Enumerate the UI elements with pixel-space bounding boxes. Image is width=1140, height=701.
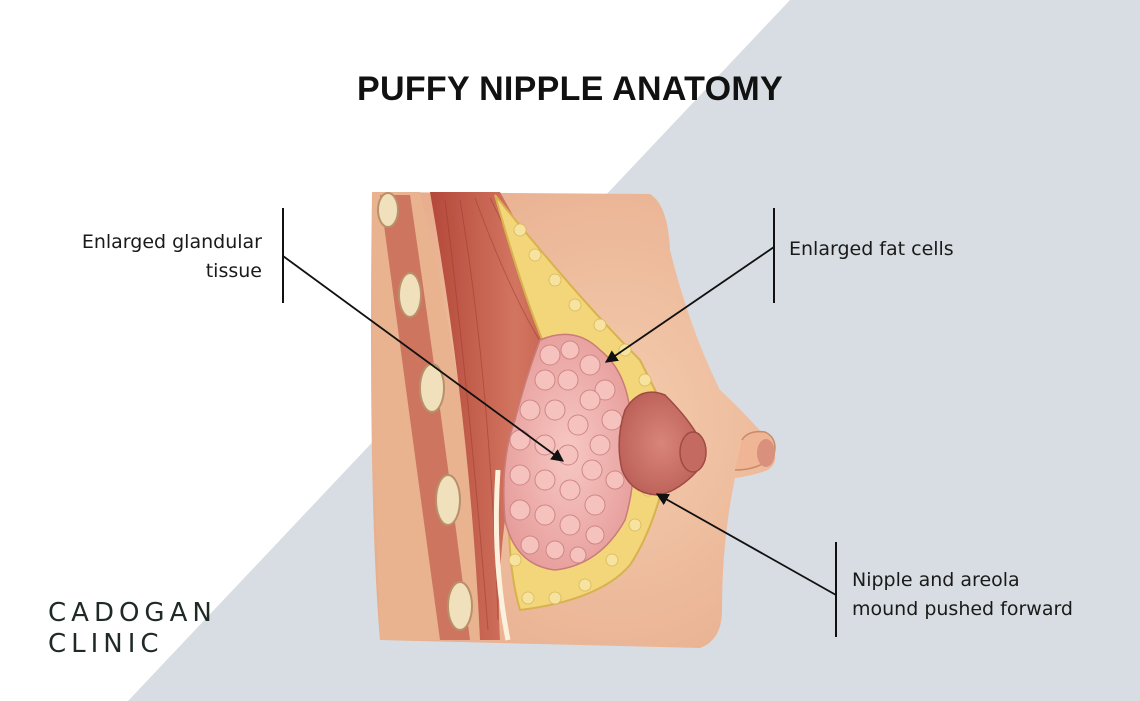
cadogan-clinic-logo: CADOGAN CLINIC [48,598,217,660]
nipple-label-line2: mound pushed forward [852,598,1073,620]
glandular-tissue [503,333,635,571]
ribs [377,192,473,631]
fascia [493,469,511,641]
glandular-pointer [282,255,565,462]
second-nipple [757,439,775,467]
nipple [679,431,707,473]
page-title: PUFFY NIPPLE ANATOMY [356,70,783,108]
glandular-label-line2: tissue [205,260,262,282]
glandular-label-line1: Enlarged glandular [81,231,262,253]
logo-line2: CLINIC [48,629,164,659]
fat-cells-label: Enlarged fat cells [789,238,954,260]
nipple-pointer [655,493,837,596]
nipple-label-line1: Nipple and areola [852,569,1020,591]
glandular-tissue-label: Enlarged glandular tissue [40,228,262,286]
logo-line1: CADOGAN [48,598,217,628]
fat-pointer [604,246,775,363]
nipple-areola-label: Nipple and areola mound pushed forward [852,566,1132,624]
